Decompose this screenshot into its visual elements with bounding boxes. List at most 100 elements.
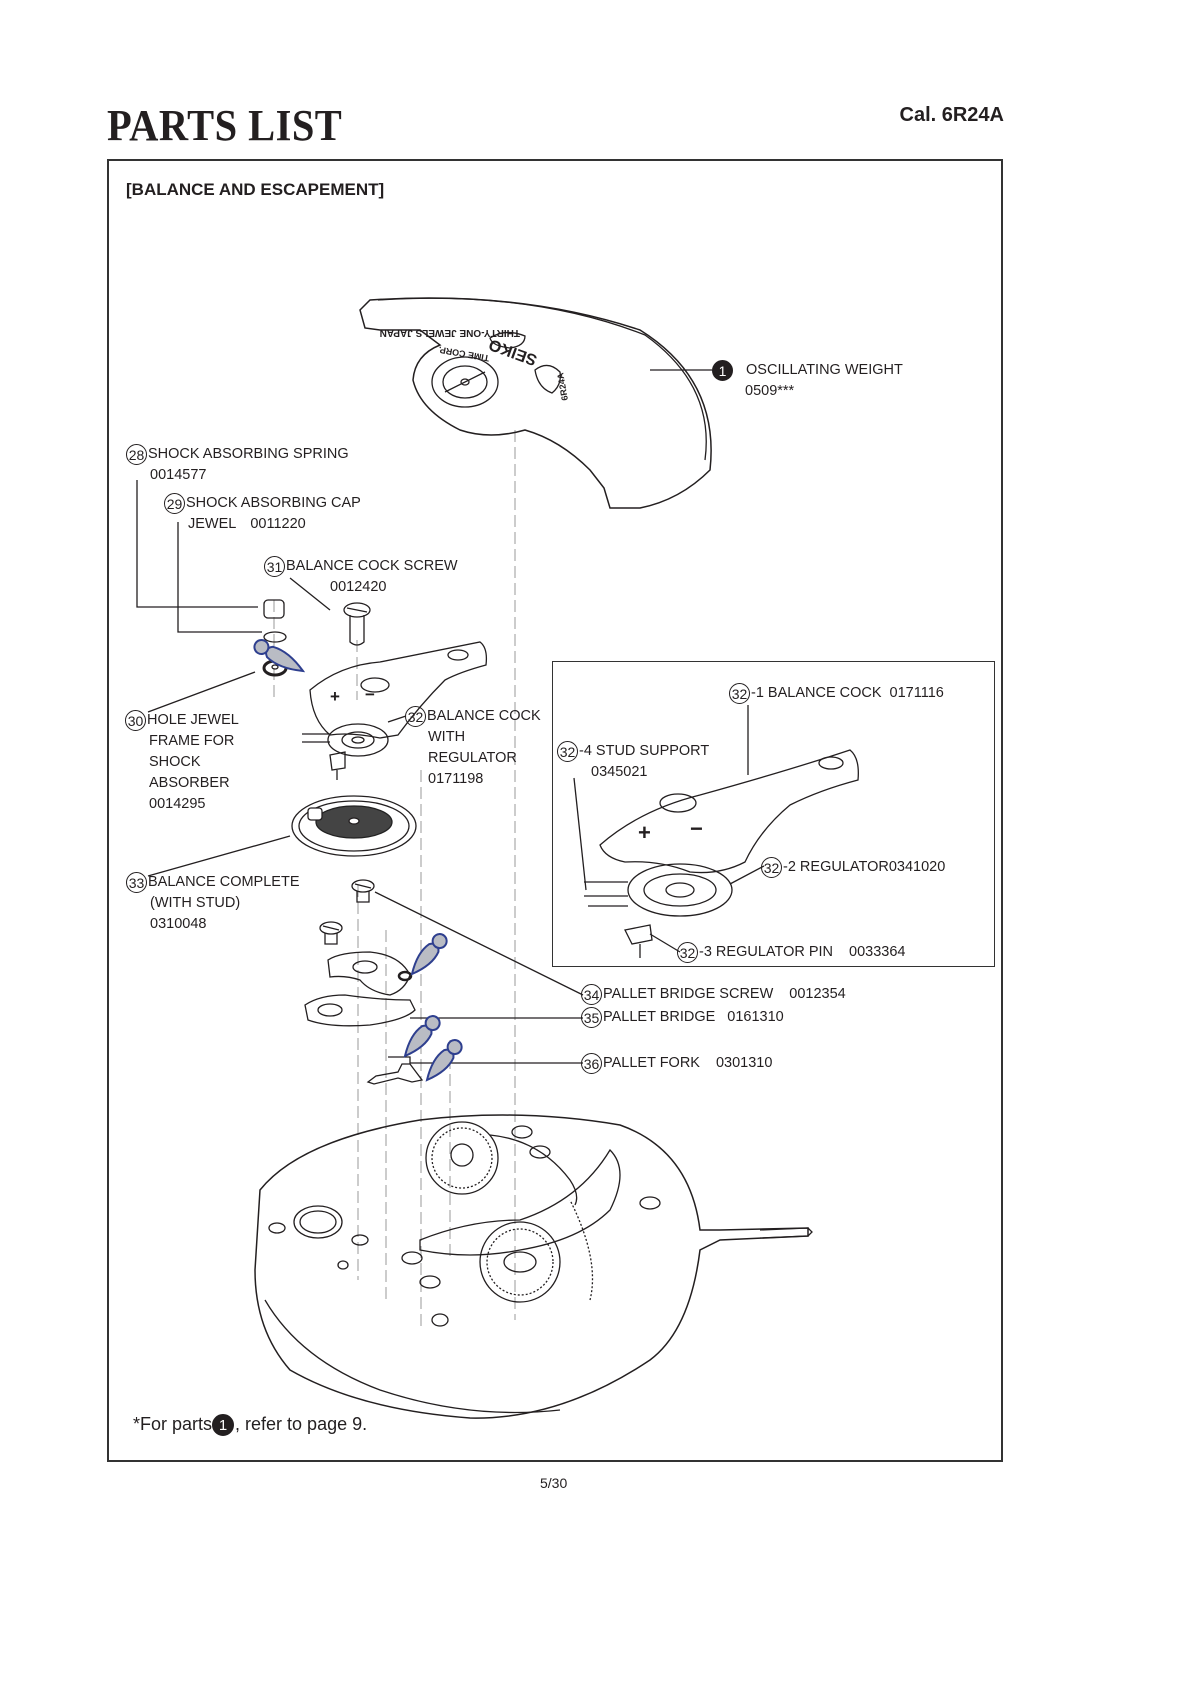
part-code: 0033364 bbox=[849, 944, 906, 960]
part-name: PALLET FORK bbox=[603, 1055, 700, 1071]
cap-jewel-drawing bbox=[263, 631, 287, 643]
shock-spring-drawing bbox=[263, 599, 285, 619]
part-name-line: REGULATOR bbox=[428, 750, 517, 766]
footnote-suffix: , refer to page 9. bbox=[235, 1414, 368, 1434]
part-name: -3 REGULATOR PIN bbox=[699, 944, 834, 960]
leader-line-32-2 bbox=[729, 865, 765, 885]
part-code: 0161310 bbox=[727, 1009, 784, 1025]
oscillating-weight-drawing bbox=[359, 297, 712, 509]
part-number-badge: 35 bbox=[581, 1007, 602, 1028]
engraving-corp: TIME CORP. bbox=[438, 345, 490, 364]
leader-line-28 bbox=[136, 480, 258, 608]
inset-minus-mark: − bbox=[690, 816, 703, 841]
part-code: 0012354 bbox=[789, 986, 846, 1002]
part-name-line: (WITH STUD) bbox=[150, 895, 241, 911]
leader-line-32-3 bbox=[649, 933, 681, 953]
part-name: BALANCE COCK SCREW bbox=[286, 558, 458, 574]
part-number-badge: 34 bbox=[581, 984, 602, 1005]
part-name: OSCILLATING WEIGHT bbox=[746, 362, 903, 378]
part-code: 0014295 bbox=[149, 796, 206, 812]
part-number-badge: 32 bbox=[405, 706, 426, 727]
part-number-badge: 32 bbox=[557, 741, 578, 762]
regulator-plus-mark: + bbox=[330, 687, 340, 706]
part-number-badge: 1 bbox=[712, 360, 733, 381]
part-number-badge: 32 bbox=[677, 942, 698, 963]
part-name-line: ABSORBER bbox=[149, 775, 230, 791]
movement-plate-drawing bbox=[254, 1114, 813, 1419]
inset-detail-box bbox=[552, 661, 995, 967]
leader-line-32 bbox=[387, 715, 407, 723]
section-title: [BALANCE AND ESCAPEMENT] bbox=[126, 180, 385, 199]
part-name: BALANCE COMPLETE bbox=[148, 874, 300, 890]
caliber-label: Cal. 6R24A bbox=[899, 104, 1005, 126]
part-code: 0345021 bbox=[591, 764, 648, 780]
leader-line-30 bbox=[147, 671, 256, 713]
part-name-line: WITH bbox=[428, 729, 466, 745]
pallet-bridge-screw-2-drawing bbox=[319, 921, 343, 935]
part-number-badge: 30 bbox=[125, 710, 146, 731]
part-label-1: 1 OSCILLATING WEIGHT 0509*** bbox=[712, 360, 903, 402]
inset-balance-cock-drawing: + − bbox=[573, 705, 859, 958]
part-name: HOLE JEWEL bbox=[147, 712, 239, 728]
pallet-bridge-drawing bbox=[304, 951, 583, 1027]
inset-plus-mark: + bbox=[638, 820, 651, 845]
inset-label-32-1: 32-1 BALANCE COCK 0171116 bbox=[729, 683, 944, 704]
pallet-fork-drawing bbox=[366, 1056, 583, 1085]
engraving-brand: SEIKO bbox=[487, 335, 540, 368]
leader-line-31 bbox=[289, 577, 331, 611]
part-code: 0171116 bbox=[889, 685, 944, 701]
balance-cock-screw-drawing bbox=[343, 602, 371, 618]
part-code: 0310048 bbox=[150, 916, 207, 932]
part-code: 0171198 bbox=[428, 771, 484, 787]
balance-cock-drawing: + − bbox=[302, 641, 488, 780]
pallet-bridge-screw-drawing bbox=[351, 879, 375, 893]
part-name-line: FRAME FOR bbox=[149, 733, 235, 749]
oil-drop-icon bbox=[425, 1039, 463, 1082]
part-code: 0341020 bbox=[888, 859, 946, 875]
part-name-line: SHOCK bbox=[149, 754, 201, 770]
part-code: 0011220 bbox=[250, 516, 306, 532]
diagram-frame bbox=[107, 159, 1003, 1462]
part-code: 0014577 bbox=[150, 467, 207, 483]
part-number-badge: 29 bbox=[164, 493, 185, 514]
part-name: PALLET BRIDGE SCREW bbox=[603, 986, 774, 1002]
oil-marks bbox=[253, 639, 463, 1082]
part-number-badge: 33 bbox=[126, 872, 147, 893]
inset-label-32-4: 32-4 STUD SUPPORT 0345021 bbox=[557, 741, 709, 783]
oil-drop-icon bbox=[403, 1015, 441, 1058]
part-name: -1 BALANCE COCK bbox=[751, 685, 882, 701]
leader-line-32-4 bbox=[573, 777, 587, 891]
part-name-line2: JEWEL bbox=[188, 516, 237, 532]
oil-drop-icon bbox=[410, 933, 448, 976]
part-name: -4 STUD SUPPORT bbox=[579, 743, 710, 759]
inset-label-32-3: 32-3 REGULATOR PIN 0033364 bbox=[677, 942, 905, 963]
part-number-badge: 32 bbox=[761, 857, 782, 878]
regulator-minus-mark: − bbox=[365, 685, 375, 704]
part-name: PALLET BRIDGE bbox=[603, 1009, 716, 1025]
balance-complete-drawing bbox=[147, 795, 417, 877]
part-name: -2 REGULATOR bbox=[783, 859, 889, 875]
part-number-badge: 36 bbox=[581, 1053, 602, 1074]
part-number-badge: 1 bbox=[212, 1414, 235, 1437]
engraving-jewels: THIRTY-ONE JEWELS JAPAN bbox=[380, 327, 520, 338]
leader-line-29 bbox=[177, 522, 262, 633]
leader-line-33 bbox=[147, 835, 291, 877]
part-name: BALANCE COCK bbox=[427, 708, 541, 724]
part-name: SHOCK ABSORBING SPRING bbox=[148, 446, 349, 462]
part-name: SHOCK ABSORBING CAP bbox=[186, 495, 361, 511]
part-number-badge: 32 bbox=[729, 683, 750, 704]
part-code: 0301310 bbox=[715, 1055, 773, 1071]
inset-label-32-2: 32-2 REGULATOR0341020 bbox=[761, 857, 945, 878]
part-number-badge: 31 bbox=[264, 556, 285, 577]
engraving-caliber: 6R24A bbox=[555, 372, 570, 402]
